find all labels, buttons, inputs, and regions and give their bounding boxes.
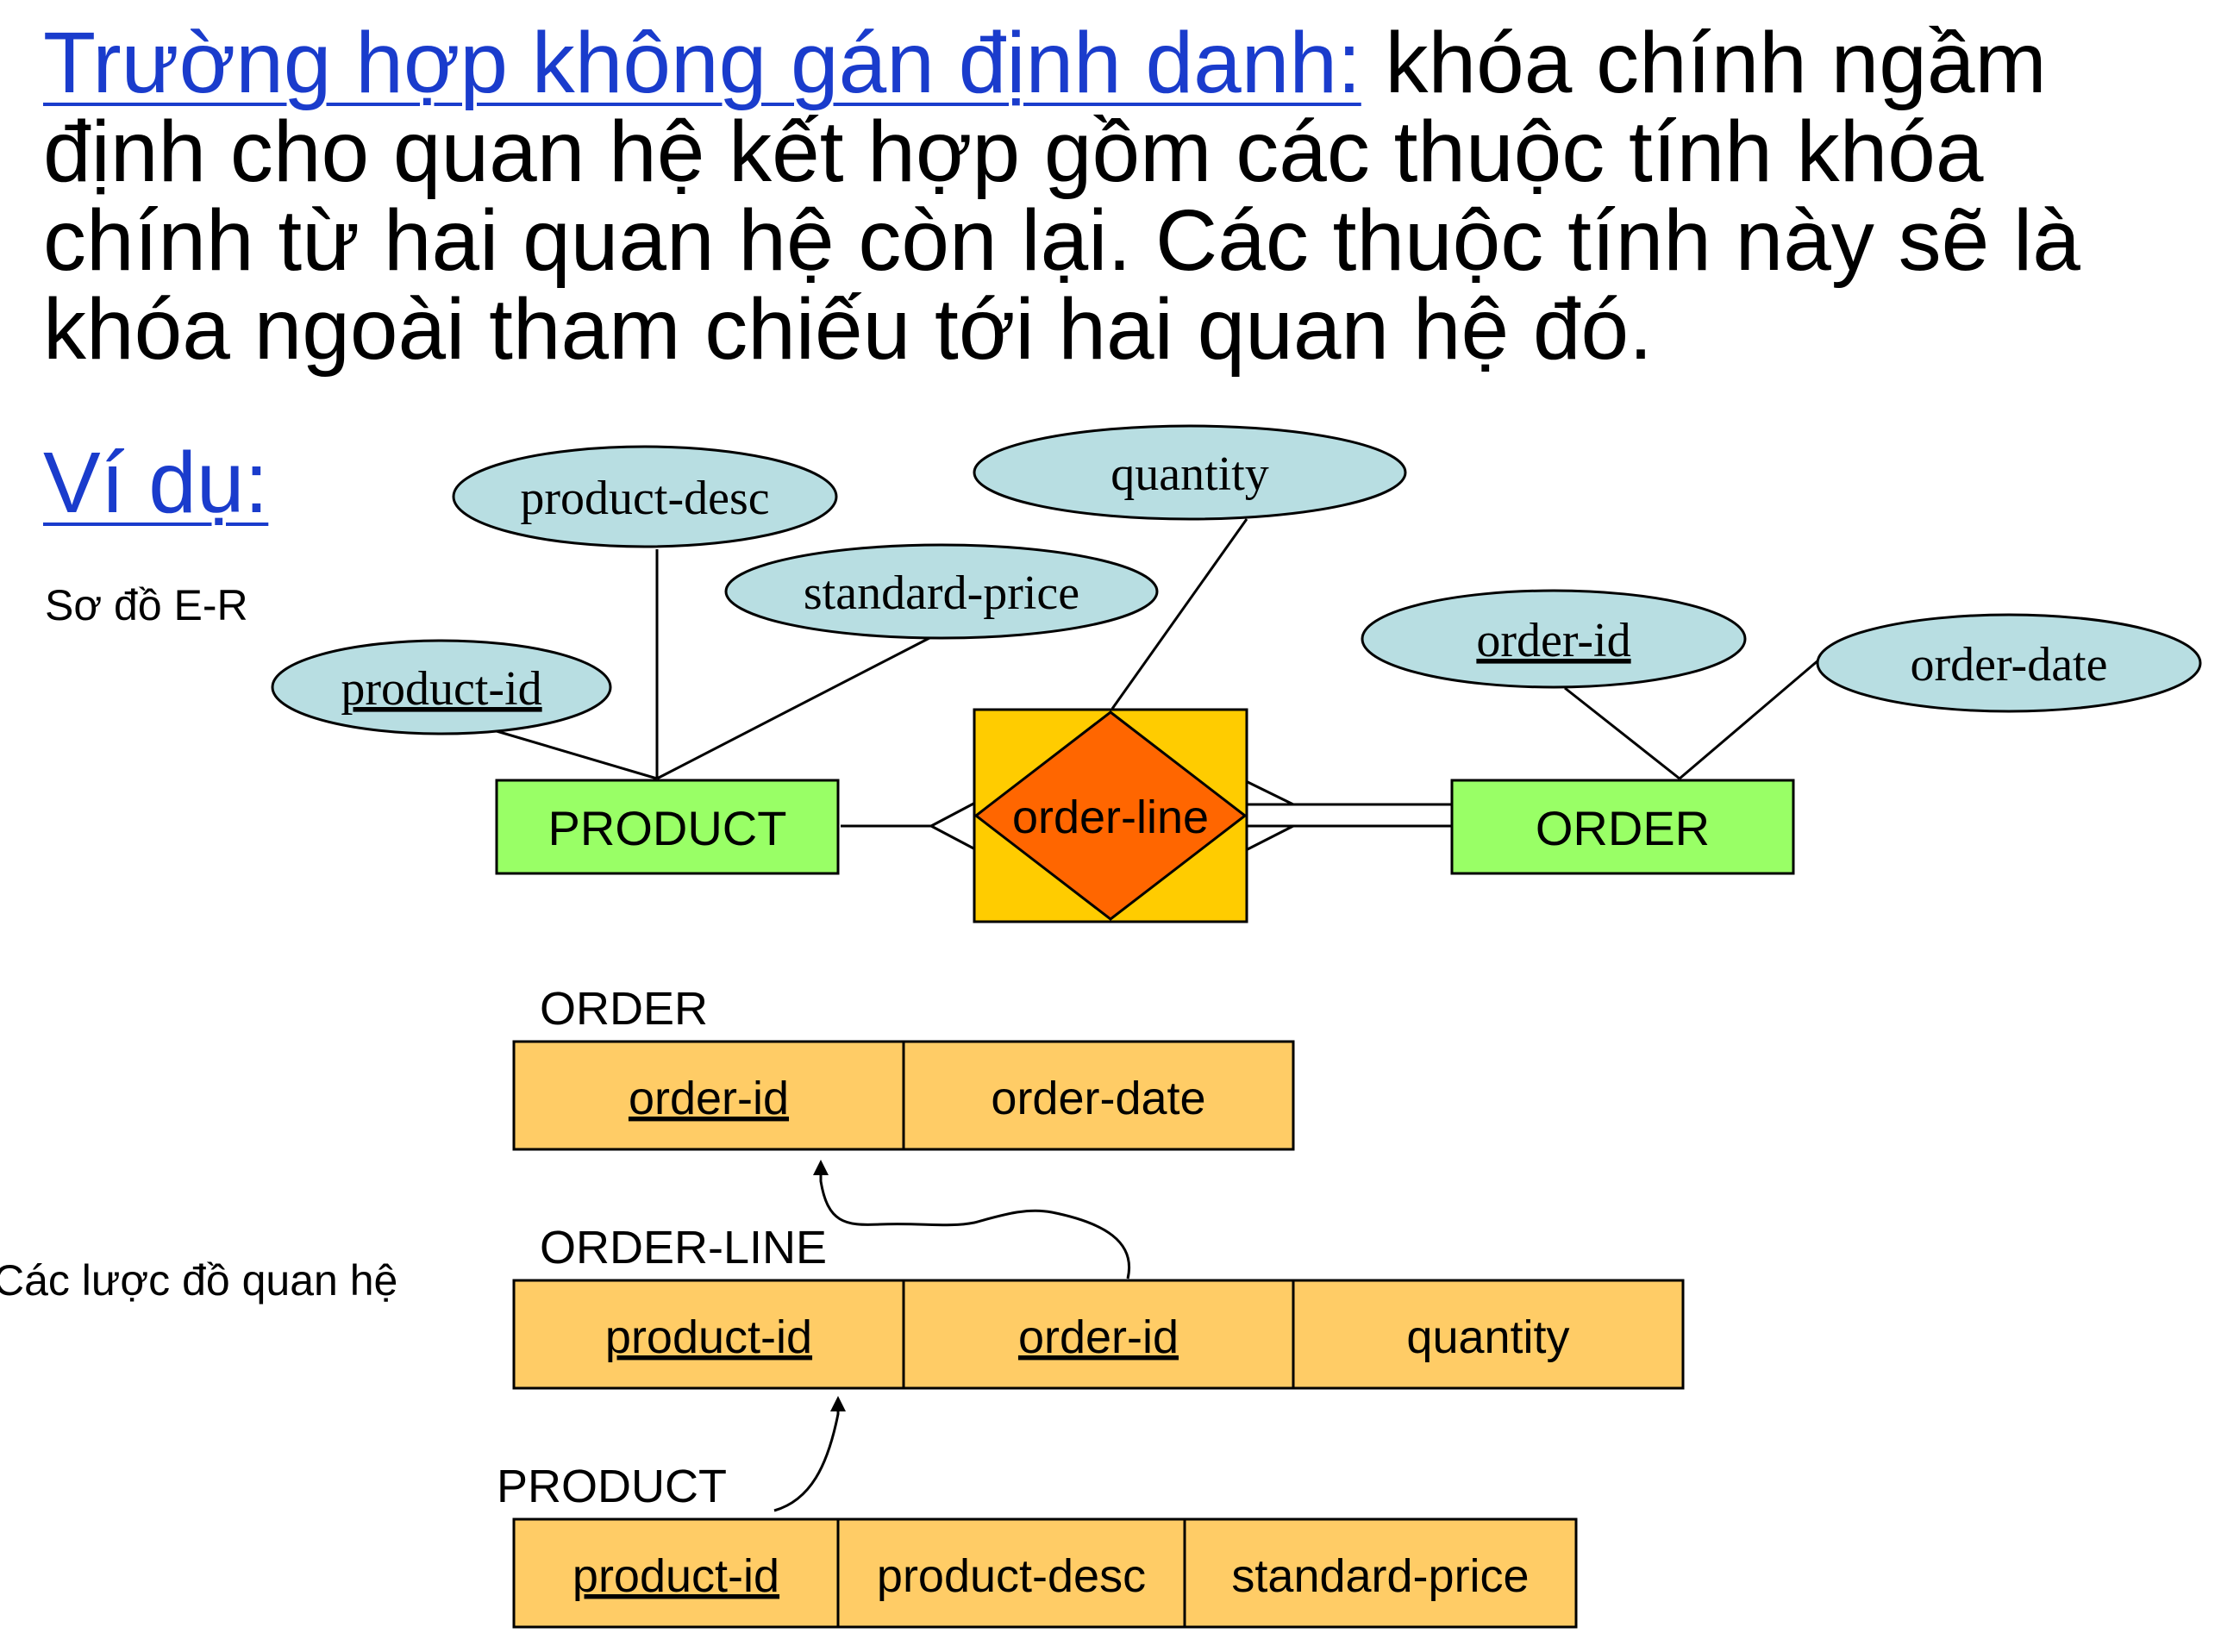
example-label[interactable]: Ví dụ: [43,435,269,531]
product-desc-attr-text: product-desc [520,472,769,525]
product-col-standard-price: standard-price [1231,1550,1529,1602]
order-id-attr-text: order-id [1476,614,1630,667]
attribute-product-id: product-id [271,639,612,735]
order-line-col-quantity: quantity [1406,1311,1569,1363]
order-col-order-id: order-id [629,1073,789,1124]
attribute-product-desc: product-desc [452,445,838,548]
quantity-attr-text: quantity [1110,447,1269,501]
crowfoot-product-upper [930,800,978,828]
product-col-product-id: product-id [572,1550,779,1602]
entity-order: ORDER [1450,779,1795,875]
fk-arrow-order-id [813,1160,1130,1280]
crowfoot-product-lower [930,824,978,852]
fk-arrow-product-id [773,1396,846,1512]
product-id-attr-text: product-id [341,662,541,716]
attribute-quantity: quantity [973,424,1407,521]
relationship-order-line: order-line [973,708,1248,923]
standard-price-connector [656,636,930,780]
product-col-product-desc: product-desc [877,1550,1146,1602]
relation-order-table: order-id order-date [512,1040,1295,1151]
order-col-order-date: order-date [991,1073,1205,1124]
relation-product-table: product-id product-desc standard-price [512,1517,1578,1629]
attribute-order-date: order-date [1816,613,2202,713]
order-line-col-order-id: order-id [1018,1311,1179,1363]
relation-order-line-name: ORDER-LINE [540,1222,827,1273]
relational-schemas-label: Các lược đồ quan hệ [0,1256,398,1305]
heading-link[interactable]: Trường hợp không gán định danh: [43,15,1361,111]
quantity-connector [1110,518,1248,710]
er-connectors [496,518,1820,852]
standard-price-attr-text: standard-price [804,566,1079,620]
product-id-connector [496,729,658,780]
entity-product: PRODUCT [495,779,840,875]
entity-product-text: PRODUCT [548,801,787,855]
order-date-connector [1679,658,1820,780]
crowfoot-order-upper [1245,779,1294,806]
order-line-col-product-id: product-id [605,1311,812,1363]
crowfoot-order-lower [1245,824,1294,852]
attribute-standard-price: standard-price [724,543,1159,640]
entity-order-text: ORDER [1536,801,1710,855]
relationship-order-line-text: order-line [1012,792,1209,843]
er-diagram-label: Sơ đồ E-R [45,581,248,629]
intro-paragraph: Trường hợp không gán định danh: khóa chí… [43,19,2207,374]
attribute-order-id: order-id [1361,589,1747,689]
relation-product-name: PRODUCT [497,1461,727,1512]
order-date-attr-text: order-date [1911,638,2108,691]
relation-order-line-table: product-id order-id quantity [512,1279,1685,1390]
relation-order-name: ORDER [540,983,708,1035]
order-id-connector [1564,686,1680,780]
heading-body-text: khóa chính ngầm định cho quan hệ kết hợp… [43,15,2080,378]
